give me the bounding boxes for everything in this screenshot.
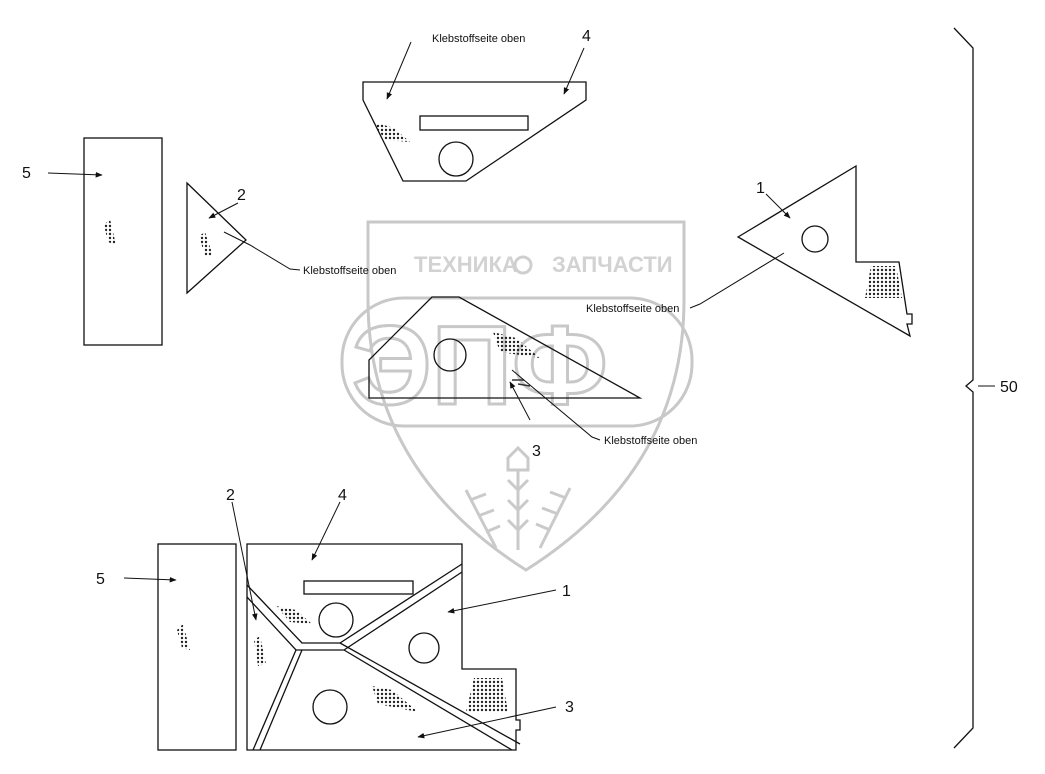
part-number-3-bottom: 3 bbox=[565, 699, 574, 716]
adhesive-note-part-1: Klebstoffseite oben bbox=[586, 303, 679, 315]
part-number-4-top: 4 bbox=[582, 28, 591, 45]
part-number-2-top: 2 bbox=[237, 187, 246, 204]
part-3-top bbox=[368, 296, 643, 441]
adhesive-note-part-4: Klebstoffseite oben bbox=[432, 33, 525, 45]
watermark: ТЕХНИКА ЗАПЧАСТИ ЭПФ bbox=[340, 220, 694, 572]
adhesive-note-part-3: Klebstoffseite oben bbox=[604, 435, 697, 447]
watermark-text-left: ТЕХНИКА bbox=[414, 252, 518, 277]
gear-icon bbox=[513, 255, 533, 275]
watermark-text-right: ЗАПЧАСТИ bbox=[552, 252, 673, 277]
part-2-top bbox=[186, 181, 301, 295]
wheat-icon bbox=[464, 445, 572, 550]
part-number-5-bottom: 5 bbox=[96, 571, 105, 588]
adhesive-note-part-2: Klebstoffseite oben bbox=[303, 265, 396, 277]
part-4-top bbox=[362, 41, 587, 182]
part-number-4-bottom: 4 bbox=[338, 487, 347, 504]
part-number-1-bottom: 1 bbox=[562, 583, 571, 600]
part-5-bottom bbox=[123, 543, 237, 751]
part-5-top bbox=[47, 137, 163, 346]
part-number-3-top: 3 bbox=[532, 443, 541, 460]
part-1-top bbox=[689, 164, 913, 338]
assembled-plate bbox=[231, 501, 557, 751]
watermark-big-letters: ЭПФ bbox=[352, 303, 608, 428]
part-number-1-top: 1 bbox=[756, 180, 765, 197]
assembly-number: 50 bbox=[1000, 379, 1018, 396]
part-number-5-top: 5 bbox=[22, 165, 31, 182]
part-number-2-bottom: 2 bbox=[226, 487, 235, 504]
assembly-bracket bbox=[953, 27, 995, 749]
